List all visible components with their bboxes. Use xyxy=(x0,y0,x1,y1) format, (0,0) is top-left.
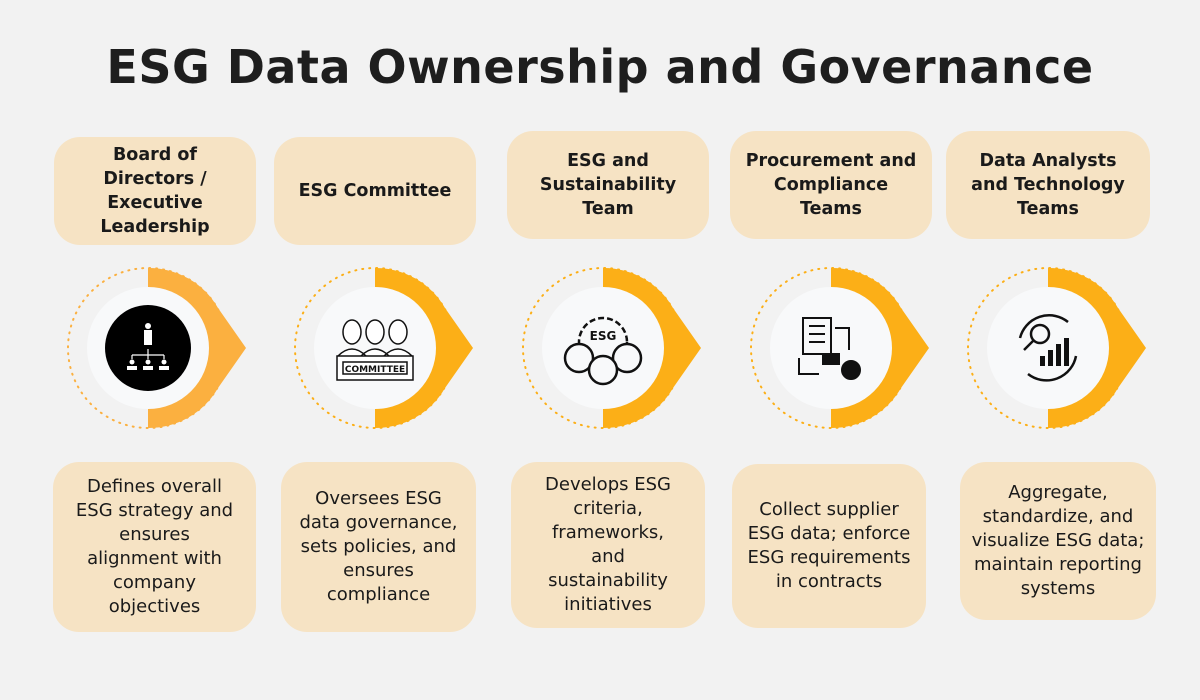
committee-label: COMMITTEE xyxy=(345,365,405,375)
analytics-icon xyxy=(1018,314,1078,382)
page-title: ESG Data Ownership and Governance xyxy=(106,40,1094,94)
description-procurement: Collect supplier ESG data; enforce ESG r… xyxy=(732,464,926,628)
esg-gear-icon: ESG xyxy=(563,316,643,386)
description-analysts: Aggregate, standardize, and visualize ES… xyxy=(960,462,1156,620)
ring-committee: COMMITTEE xyxy=(294,267,473,429)
ring-procurement xyxy=(750,267,929,429)
description-committee: Oversees ESG data governance, sets polic… xyxy=(281,462,476,632)
heading-text: ESG and Sustainability Team xyxy=(539,151,677,219)
description-text: Develops ESG criteria, frameworks, and s… xyxy=(545,474,671,615)
heading-committee: ESG Committee xyxy=(274,137,476,245)
org-hierarchy-icon xyxy=(105,305,191,391)
esg-label: ESG xyxy=(590,329,617,343)
ring-analysts xyxy=(967,267,1146,429)
heading-board: Board of Directors / Executive Leadershi… xyxy=(54,137,256,245)
heading-analysts: Data Analysts and Technology Teams xyxy=(946,131,1150,239)
committee-icon: COMMITTEE xyxy=(336,319,414,381)
description-text: Aggregate, standardize, and visualize ES… xyxy=(971,482,1145,599)
description-text: Collect supplier ESG data; enforce ESG r… xyxy=(747,499,911,592)
description-board: Defines overall ESG strategy and ensures… xyxy=(53,462,256,632)
procurement-icon xyxy=(798,317,861,380)
description-esg-team: Develops ESG criteria, frameworks, and s… xyxy=(511,462,705,628)
heading-procurement: Procurement and Compliance Teams xyxy=(730,131,932,239)
heading-text: Data Analysts and Technology Teams xyxy=(971,151,1125,219)
ring-board xyxy=(67,267,246,429)
description-text: Oversees ESG data governance, sets polic… xyxy=(299,488,458,605)
heading-text: Board of Directors / Executive Leadershi… xyxy=(100,145,210,237)
ring-esg-team: ESG xyxy=(522,267,701,429)
heading-text: Procurement and Compliance Teams xyxy=(745,151,917,219)
description-text: Defines overall ESG strategy and ensures… xyxy=(75,476,234,617)
heading-text: ESG Committee xyxy=(298,181,452,201)
heading-esg-team: ESG and Sustainability Team xyxy=(507,131,709,239)
